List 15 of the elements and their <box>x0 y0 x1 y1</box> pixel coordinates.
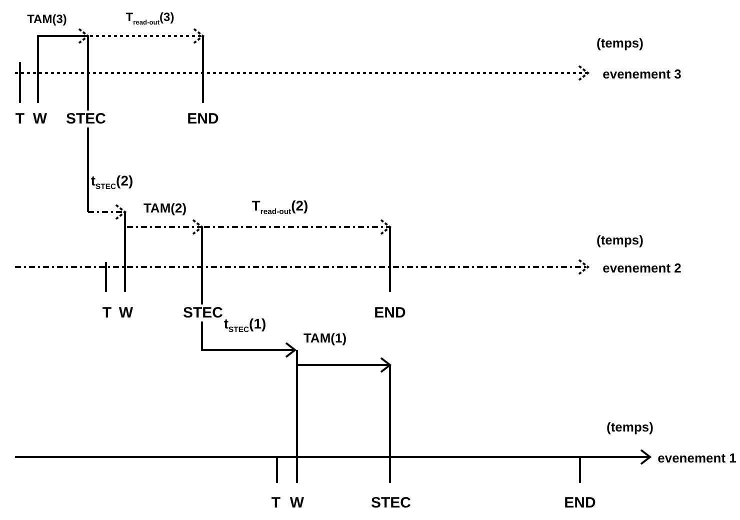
duration-label: TAM(3) <box>27 12 67 26</box>
marker-label: STEC <box>183 304 223 322</box>
axis-label: (temps) <box>606 420 654 434</box>
axis-label: evenement 3 <box>602 66 682 82</box>
duration-label: TAM(2) <box>143 200 187 216</box>
duration-label: T$_{read-out}$(3) <box>126 10 174 28</box>
marker-label: STEC <box>66 110 106 128</box>
axis-label: evenement 1 <box>658 450 736 466</box>
duration-label: T$_{read-out}$(2) <box>252 197 308 217</box>
axis-label: (temps) <box>596 232 644 248</box>
axis-label: (temps) <box>596 36 644 50</box>
duration-label: t$_{STEC}$(1) <box>224 315 266 335</box>
duration-label: t$_{STEC}$(2) <box>90 172 134 192</box>
duration-label: TAM(1) <box>303 330 347 346</box>
axis-label: evenement 2 <box>602 260 682 276</box>
